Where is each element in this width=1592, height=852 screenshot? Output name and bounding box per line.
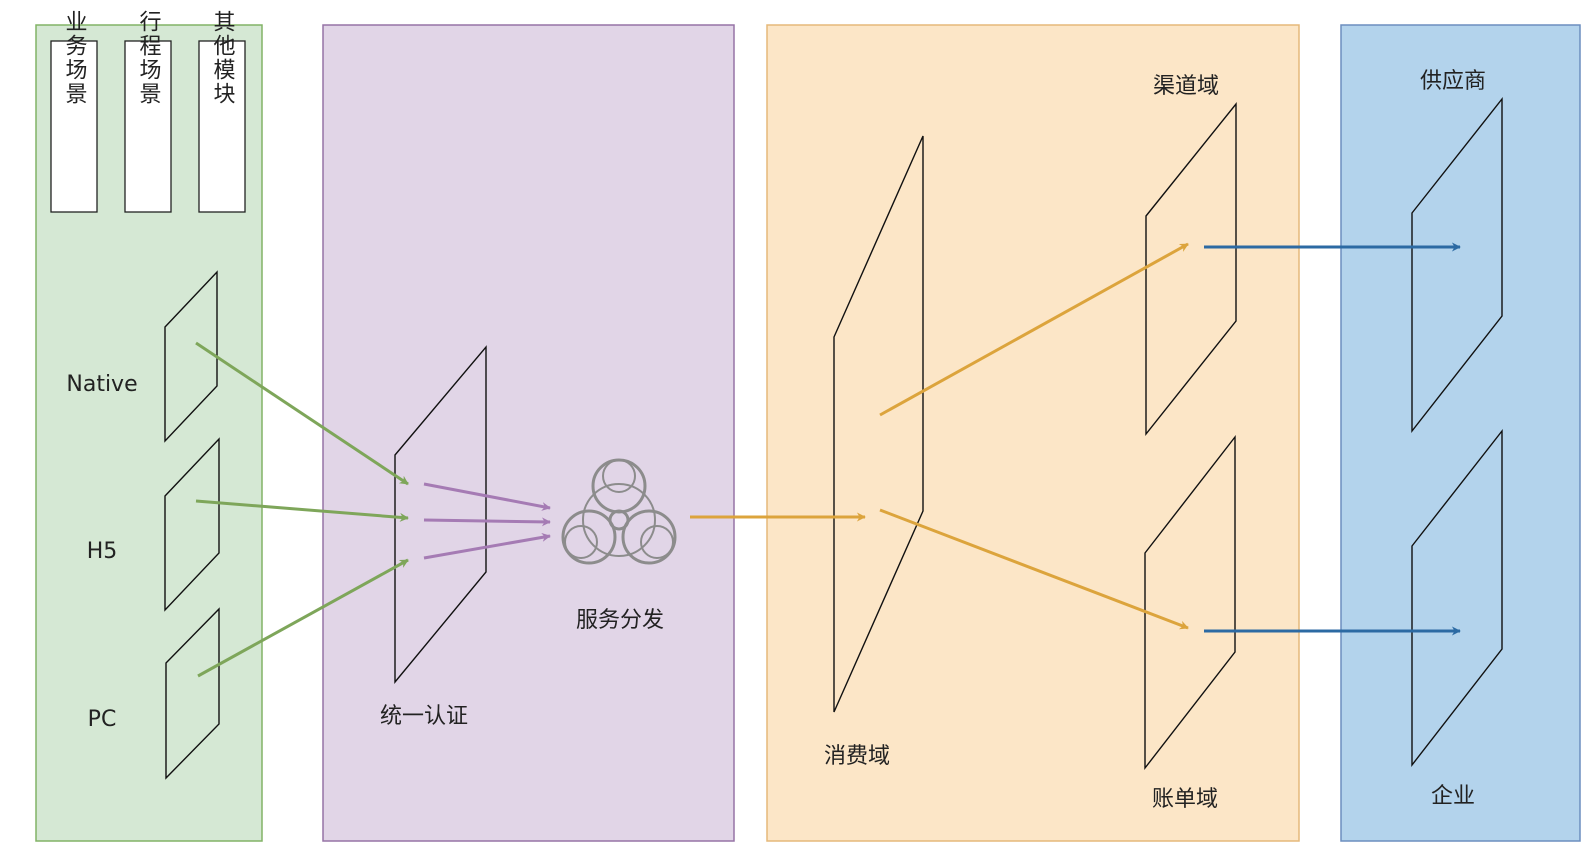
category-box-trip-label: 行程场景 <box>136 10 162 106</box>
unified-auth-label: 统一认证 <box>380 704 468 729</box>
channel-domain-plane <box>1145 102 1237 437</box>
channel-domain-label: 渠道域 <box>1153 74 1219 99</box>
category-box-other-label: 其他模块 <box>210 10 236 106</box>
pc-plane <box>165 607 220 780</box>
category-box-business: 业务场景 <box>50 10 98 213</box>
client-label-h5: H5 <box>87 539 118 564</box>
enterprise-plane <box>1411 428 1503 768</box>
gateway-panel <box>322 24 735 842</box>
arrow-auth-to-dispatch-1 <box>423 482 551 511</box>
billing-domain-plane <box>1144 434 1236 771</box>
arrow-pc-to-auth <box>197 558 409 678</box>
client-label-native: Native <box>66 372 137 397</box>
client-label-pc: PC <box>88 707 117 732</box>
category-box-business-label: 业务场景 <box>62 10 88 106</box>
supplier-label: 供应商 <box>1420 69 1486 94</box>
domain-panel <box>766 24 1300 842</box>
consumer-domain-label: 消费域 <box>824 744 890 769</box>
biohazard-icon <box>561 458 677 565</box>
category-box-trip: 行程场景 <box>124 10 172 213</box>
arrow-consumer-to-billing <box>879 508 1189 630</box>
arrow-auth-to-dispatch-3 <box>423 532 551 560</box>
category-box-other: 其他模块 <box>198 10 246 213</box>
arrow-h5-to-auth <box>195 499 409 522</box>
consumer-domain-plane <box>833 135 924 713</box>
arrow-auth-to-dispatch-2 <box>423 517 551 527</box>
arrow-consumer-to-channel <box>879 242 1189 417</box>
arrow-native-to-auth <box>195 341 409 486</box>
service-dispatch-label: 服务分发 <box>576 608 664 633</box>
h5-plane <box>164 437 220 612</box>
supplier-plane <box>1411 96 1503 434</box>
native-plane <box>164 270 218 443</box>
enterprise-label: 企业 <box>1431 784 1475 809</box>
billing-domain-label: 账单域 <box>1152 787 1218 812</box>
unified-auth-plane <box>394 345 487 684</box>
external-panel <box>1340 24 1581 842</box>
